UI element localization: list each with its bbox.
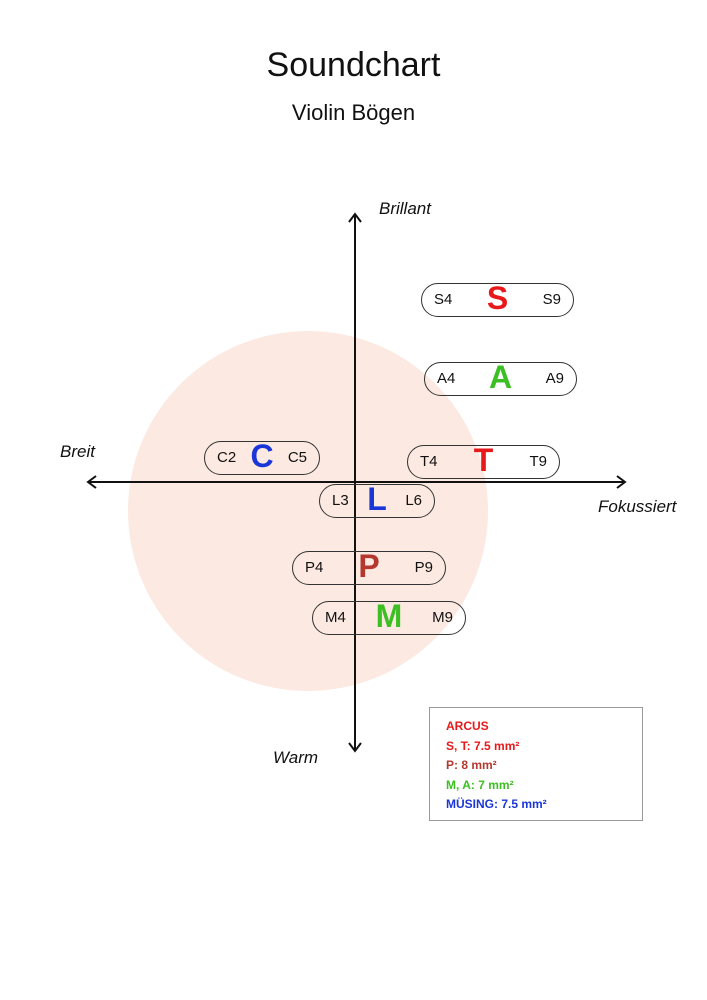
legend-item: P: 8 mm²	[446, 758, 497, 772]
bow-range-min: T4	[420, 453, 438, 470]
bow-range-min: C2	[217, 449, 237, 466]
arrow-down-icon	[348, 742, 362, 753]
bow-range-min: S4	[434, 291, 453, 308]
bow-letter: S	[486, 280, 509, 316]
bow-pill-a: A4 A A9	[424, 359, 577, 396]
bow-range-min: L3	[332, 492, 349, 509]
bow-letter: T	[473, 442, 494, 478]
bow-letter: A	[488, 359, 513, 395]
bow-range-max: M9	[432, 609, 453, 626]
bow-range-min: M4	[325, 609, 346, 626]
arrow-up-icon	[348, 212, 362, 223]
bow-pill-t: T4 T T9	[407, 442, 560, 479]
axis-label-bottom: Warm	[273, 748, 319, 767]
bow-range-max: P9	[414, 559, 433, 576]
legend-heading: ARCUS	[446, 719, 489, 733]
bow-range-max: A9	[545, 370, 564, 387]
legend-item: MÜSING: 7.5 mm²	[446, 797, 547, 811]
bow-range-min: A4	[437, 370, 456, 387]
bow-pill-s: S4 S S9	[421, 280, 574, 317]
axis-label-left: Breit	[60, 442, 95, 461]
arrow-left-icon	[86, 475, 97, 489]
bow-range-max: S9	[542, 291, 561, 308]
bow-letter: C	[250, 438, 274, 474]
bow-letter: M	[375, 598, 403, 634]
bow-range-max: T9	[529, 453, 547, 470]
bow-range-max: L6	[405, 492, 422, 509]
bow-letter: L	[367, 481, 387, 517]
bow-letter: P	[358, 548, 380, 584]
bow-pill-c: C2 C C5	[204, 438, 320, 475]
bow-pill-m: M4 M M9	[312, 598, 466, 635]
legend-item: S, T: 7.5 mm²	[446, 738, 520, 753]
bow-range-min: P4	[305, 559, 324, 576]
axis-label-right: Fokussiert	[598, 497, 677, 516]
axis-label-top: Brillant	[379, 199, 431, 218]
legend-item: M, A: 7 mm²	[446, 777, 514, 792]
bow-pill-l: L3 L L6	[319, 481, 435, 518]
chart-subtitle: Violin Bögen	[291, 100, 416, 125]
arrow-right-icon	[616, 475, 627, 489]
legend-box: ARCUS S, T: 7.5 mm² P: 8 mm² M, A: 7 mm²…	[429, 707, 643, 821]
chart-title: Soundchart	[266, 46, 441, 84]
bow-pill-p: P4 P P9	[292, 548, 446, 585]
bow-range-max: C5	[287, 449, 307, 466]
